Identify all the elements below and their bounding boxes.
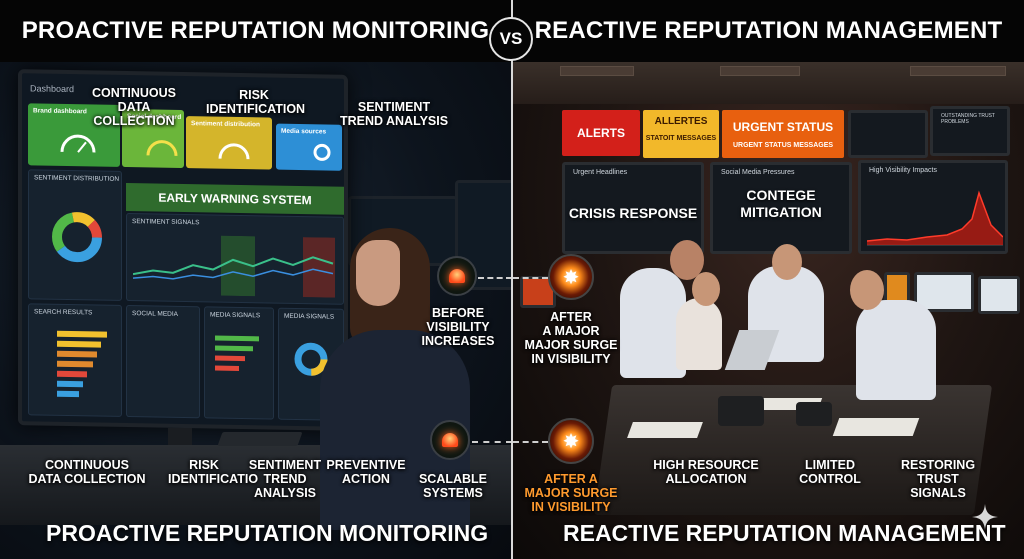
label-scalable-systems: SCALABLE SYSTEMS	[418, 472, 488, 500]
left-header-title: PROACTIVE REPUTATION MONITORING	[21, 17, 490, 44]
seated-woman-head	[692, 272, 720, 306]
media-signals-card: MEDIA SIGNALS	[278, 307, 344, 421]
right-footer-title: REACTIVE REPUTATION MANAGEMENT	[563, 520, 1006, 546]
desk-monitor	[914, 272, 974, 312]
sentiment-distribution-card: SENTIMENT DISTRIBUTION	[28, 169, 122, 301]
right-man	[856, 300, 936, 400]
document	[627, 422, 703, 438]
donut-icon	[313, 143, 331, 161]
siren-icon	[430, 420, 470, 460]
label-risk-identification: RISK IDENTIFICATION	[206, 88, 306, 116]
allertes-board: ALLERTES STATOIT MESSAGES	[643, 110, 719, 158]
ceiling-light	[910, 66, 1006, 76]
gauge-icon	[218, 143, 250, 160]
search-results-card: SEARCH RESULTS	[28, 303, 122, 417]
bar-chart-icon	[215, 335, 259, 371]
dashboard-title: Dashboard	[30, 83, 75, 95]
donut-chart-icon	[52, 212, 102, 263]
left-footer-title: PROACTIVE REPUTATION MONITORING	[46, 520, 489, 546]
left-header: PROACTIVE REPUTATION MONITORING	[0, 0, 511, 62]
donut-chart-icon	[294, 342, 328, 376]
urgent-status-board: URGENT STATUS URGENT STATUS MESSAGES	[722, 110, 844, 158]
right-header-title: REACTIVE REPUTATION MANAGEMENT	[534, 17, 1003, 44]
desk-monitor	[978, 276, 1020, 314]
spike-chart	[867, 190, 1003, 246]
label-limited-control: LIMITED CONTROL	[799, 458, 861, 486]
vs-badge: VS	[489, 17, 533, 61]
explosion-icon: ✸	[548, 418, 594, 464]
connector-line	[513, 277, 548, 279]
label-before-visibility-increases: BEFORE VISIBILITY INCREASES	[421, 306, 495, 348]
analyst-face	[356, 240, 400, 306]
early-warning-banner: EARLY WARNING SYSTEM	[126, 183, 344, 215]
keyboard	[217, 432, 303, 446]
gauge-icon	[60, 134, 96, 153]
connector-line	[513, 441, 548, 443]
trust-problems-screen: OUTSTANDING TRUST PROBLEMS	[930, 106, 1010, 156]
alert-list-screen	[848, 110, 928, 158]
proactive-panel: Dashboard Brand dashboard Social dashboa…	[0, 0, 512, 559]
panel-divider	[511, 0, 513, 559]
sparkle-icon	[972, 504, 998, 530]
bar-chart-icon	[57, 330, 107, 398]
social-dashboard-tile: Social dashboard	[122, 108, 184, 169]
label-continuous-data-collection: CONTINUOUS DATA COLLECTION	[91, 86, 177, 128]
connector-line	[478, 277, 512, 279]
siren-icon	[437, 256, 477, 296]
brand-dashboard-tile: Brand dashboard	[28, 103, 120, 167]
right-man-head	[850, 270, 884, 310]
visibility-spike-screen: High Visibility Impacts	[858, 160, 1008, 254]
sentiment-distribution-tile: Sentiment distribution	[186, 116, 272, 170]
crisis-response-screen: Urgent Headlines CRISIS RESPONSE	[562, 162, 704, 254]
ceiling-light	[560, 66, 634, 76]
label-risk-identification-bottom: RISK IDENTIFICATIO	[168, 458, 259, 486]
label-restoring-trust-signals: RESTORING TRUST SIGNALS	[900, 458, 976, 500]
media-signals-card: MEDIA SIGNALS	[204, 306, 274, 420]
desk-phone	[718, 396, 764, 426]
dashboard-monitor: Dashboard Brand dashboard Social dashboa…	[18, 69, 348, 431]
media-sources-tile: Media sources	[276, 123, 342, 171]
label-after-major-surge: AFTER A MAJOR MAJOR SURGE IN VISIBILITY	[524, 310, 618, 366]
connector-line	[472, 441, 512, 443]
sentiment-line-chart	[133, 235, 335, 298]
document	[832, 418, 920, 436]
seated-woman	[676, 298, 722, 370]
mitigation-screen: Social Media Pressures CONTEGE MITIGATIO…	[710, 162, 852, 254]
right-header: REACTIVE REPUTATION MANAGEMENT	[513, 0, 1024, 62]
ceiling-light	[720, 66, 800, 76]
label-sentiment-trend-analysis: SENTIMENT TREND ANALYSIS	[339, 100, 449, 128]
gauge-icon	[146, 140, 178, 156]
label-continuous-data-collection-bottom: CONTINUOUS DATA COLLECTION	[28, 458, 146, 486]
label-preventive-action: PREVENTIVE ACTION	[326, 458, 406, 486]
center-man-head	[772, 244, 802, 280]
alerts-board: ALERTS	[562, 110, 640, 156]
sentiment-signals-card: SENTIMENT SIGNALS	[126, 213, 344, 305]
explosion-icon: ✸	[548, 254, 594, 300]
social-media-card: SOCIAL MEDIA	[126, 305, 200, 419]
desk-phone	[796, 402, 832, 426]
label-high-resource-allocation: HIGH RESOURCE ALLOCATION	[653, 458, 759, 486]
standing-man	[620, 268, 686, 378]
label-after-major-surge-bottom: AFTER A MAJOR SURGE IN VISIBILITY	[524, 472, 618, 514]
label-sentiment-trend-analysis-bottom: SENTIMENT TREND ANALYSIS	[248, 458, 322, 500]
